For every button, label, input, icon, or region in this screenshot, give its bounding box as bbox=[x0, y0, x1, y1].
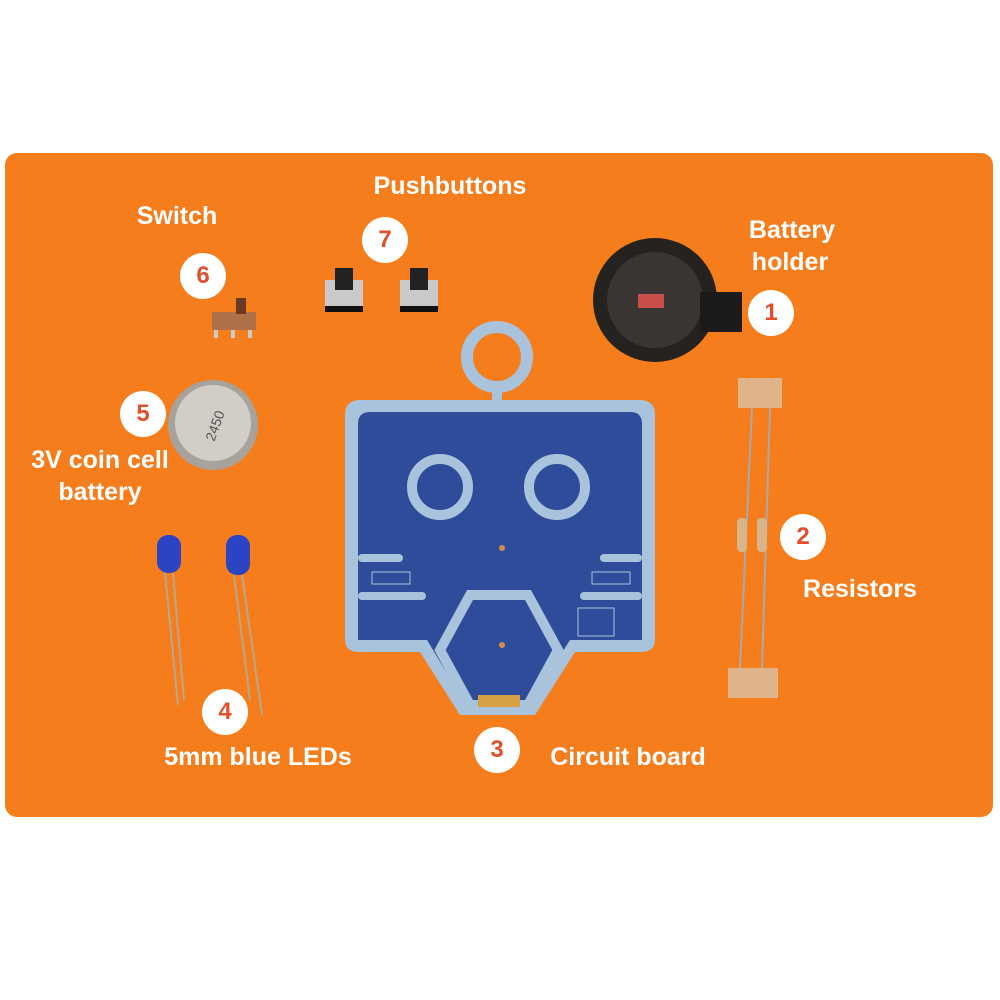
coin-cell-battery: 2450 bbox=[168, 380, 258, 470]
slide-switch bbox=[212, 298, 256, 338]
number-badge-1: 1 bbox=[748, 290, 794, 336]
led-left bbox=[157, 535, 185, 706]
number-badge-4: 4 bbox=[202, 689, 248, 735]
label-battery-holder-line2: holder bbox=[751, 248, 829, 276]
number-badge-2: 2 bbox=[780, 514, 826, 560]
number-badge-6: 6 bbox=[180, 253, 226, 299]
pushbutton-right bbox=[400, 268, 438, 312]
number-badge-3: 3 bbox=[474, 727, 520, 773]
label-coin-cell-line1: 3V coin cell bbox=[31, 446, 169, 474]
label-pushbuttons: Pushbuttons bbox=[373, 172, 527, 200]
led-right bbox=[226, 535, 263, 716]
label-switch: Switch bbox=[136, 202, 218, 230]
battery-holder bbox=[593, 238, 742, 362]
label-circuit-board: Circuit board bbox=[550, 743, 706, 771]
label-coin-cell-line2: battery bbox=[58, 478, 142, 506]
number-badge-7: 7 bbox=[362, 217, 408, 263]
resistors bbox=[728, 378, 782, 698]
label-resistors: Resistors bbox=[803, 575, 917, 603]
circuit-board bbox=[345, 321, 655, 715]
pushbutton-left bbox=[325, 268, 363, 312]
label-battery-holder-line1: Battery bbox=[748, 216, 836, 244]
number-badge-5: 5 bbox=[120, 391, 166, 437]
label-leds: 5mm blue LEDs bbox=[164, 743, 352, 771]
